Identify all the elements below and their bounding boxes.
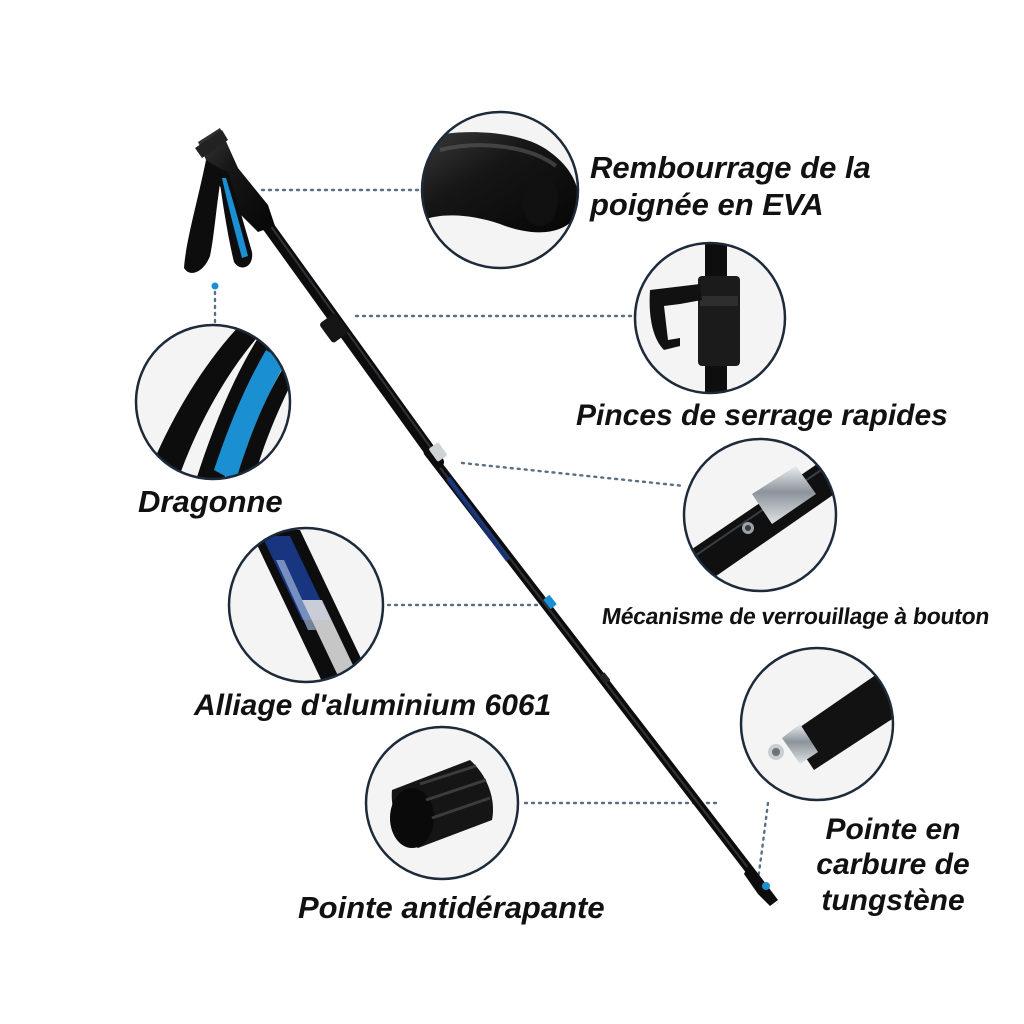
alloy-label: Alliage d'aluminium 6061	[194, 689, 552, 722]
alloy-detail-image	[227, 526, 385, 684]
strap-detail-image	[134, 323, 292, 481]
clamps-label: Pinces de serrage rapides	[576, 399, 948, 432]
clamp-detail-image	[633, 241, 787, 395]
strap-label: Dragonne	[138, 484, 283, 519]
rubber-tip-label: Pointe antidérapante	[298, 890, 605, 925]
carbide-tip-label: Pointe en carbure de tungstène	[816, 813, 970, 917]
rubber-tip-detail-image	[364, 725, 520, 881]
lock-detail-image	[682, 437, 838, 593]
grip-label: Rembourrage de la poignée en EVA	[590, 150, 871, 222]
lock-mechanism-label: Mécanisme de verrouillage à bouton	[600, 603, 992, 629]
trekking-pole	[184, 128, 778, 906]
carbide-tip-detail-image	[739, 646, 895, 802]
grip-detail-image	[420, 110, 580, 270]
leader-lines	[213, 188, 770, 882]
